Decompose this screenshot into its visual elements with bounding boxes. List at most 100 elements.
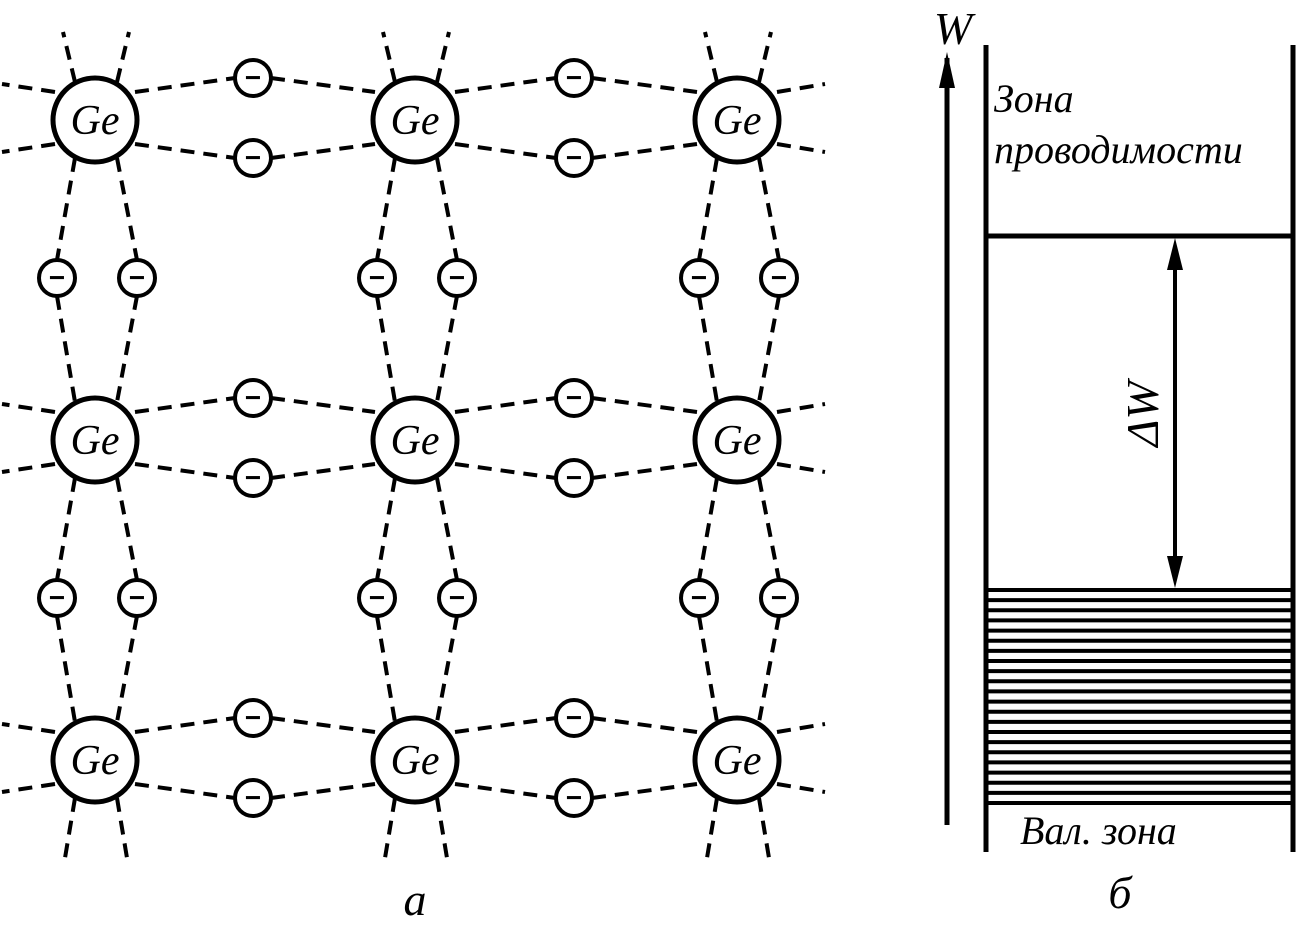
bond-line xyxy=(115,295,139,403)
bond-line xyxy=(757,477,781,581)
ge-atom-label: Ge xyxy=(391,738,440,784)
bond-line xyxy=(134,396,236,414)
ge-atom-circle xyxy=(370,715,460,805)
bond-line xyxy=(383,797,397,859)
electron: − xyxy=(233,778,273,818)
electron-sign: − xyxy=(566,142,582,173)
electron-circle xyxy=(117,578,157,618)
bond-line xyxy=(134,716,236,734)
ge-atom-label: Ge xyxy=(71,418,120,464)
bond-line xyxy=(697,477,719,581)
ge-atom-circle xyxy=(692,395,782,485)
bond-line xyxy=(55,295,77,403)
ge-atom: Ge xyxy=(370,395,460,485)
band-gap-label: ΔW xyxy=(1117,378,1168,449)
electron: − xyxy=(759,578,799,618)
electron-circle xyxy=(554,58,594,98)
electron: − xyxy=(37,258,77,298)
electron-circle xyxy=(233,138,273,178)
bond-line xyxy=(757,295,781,403)
bond-line xyxy=(435,295,459,403)
conduction-zone-label-line1: Зона xyxy=(994,76,1074,121)
electron-sign: − xyxy=(771,262,787,293)
bond-line xyxy=(757,31,773,83)
bond-line xyxy=(375,477,397,581)
bond-line xyxy=(115,157,139,261)
electron-circle xyxy=(679,578,719,618)
bond-line xyxy=(435,797,449,859)
ge-atom-circle xyxy=(692,715,782,805)
bond-line xyxy=(435,31,451,83)
electron-circle xyxy=(233,698,273,738)
ge-atom: Ge xyxy=(692,395,782,485)
electron: − xyxy=(233,698,273,738)
electron-sign: − xyxy=(449,582,465,613)
bond-line xyxy=(115,615,139,723)
bond-line xyxy=(454,396,557,414)
bond-line xyxy=(1,142,56,154)
ge-atom-label: Ge xyxy=(391,98,440,144)
electron-circle xyxy=(357,258,397,298)
electron-circle xyxy=(233,458,273,498)
electron-sign: − xyxy=(566,382,582,413)
valence-electrons: −−−−−−−−−−−−−−−−−−−−−−−− xyxy=(37,58,799,818)
electron-sign: − xyxy=(245,702,261,733)
bond-line xyxy=(454,462,557,480)
electron: − xyxy=(679,258,719,298)
bond-line xyxy=(270,716,376,734)
energy-axis-label: W xyxy=(934,3,976,54)
bond-line xyxy=(1,782,56,794)
electron: − xyxy=(233,58,273,98)
bond-line xyxy=(381,31,397,83)
bond-line xyxy=(270,396,376,414)
covalent-bonds xyxy=(1,31,826,859)
electron-sign: − xyxy=(691,582,707,613)
bond-line xyxy=(55,157,77,261)
electron: − xyxy=(554,698,594,738)
bond-line xyxy=(776,782,826,794)
electron-sign: − xyxy=(691,262,707,293)
electron-sign: − xyxy=(245,462,261,493)
electron: − xyxy=(233,458,273,498)
electron: − xyxy=(233,138,273,178)
bond-line xyxy=(776,82,826,94)
electron-circle xyxy=(117,258,157,298)
bond-line xyxy=(1,462,56,474)
bond-line xyxy=(1,722,56,734)
bond-line xyxy=(697,295,719,403)
electron-circle xyxy=(554,778,594,818)
bond-line xyxy=(591,462,698,480)
bond-line xyxy=(776,142,826,154)
electron-sign: − xyxy=(129,262,145,293)
bond-line xyxy=(705,797,719,859)
ge-atom-label: Ge xyxy=(713,738,762,784)
bond-line xyxy=(591,142,698,160)
electron: − xyxy=(554,138,594,178)
bond-line xyxy=(55,615,77,723)
bond-line xyxy=(435,615,459,723)
electron-circle xyxy=(679,258,719,298)
ge-atom-label: Ge xyxy=(713,418,762,464)
electron-sign: − xyxy=(129,582,145,613)
bond-line xyxy=(591,76,698,94)
electron: − xyxy=(759,258,799,298)
electron: − xyxy=(117,578,157,618)
electron-sign: − xyxy=(449,262,465,293)
electron-circle xyxy=(437,578,477,618)
electron: − xyxy=(357,578,397,618)
ge-atom: Ge xyxy=(50,715,140,805)
bond-line xyxy=(134,462,236,480)
bond-line xyxy=(1,82,56,94)
bond-line xyxy=(454,716,557,734)
ge-atom: Ge xyxy=(370,75,460,165)
ge-atom-circle xyxy=(50,715,140,805)
electron-sign: − xyxy=(566,702,582,733)
bond-line xyxy=(270,462,376,480)
bond-line xyxy=(270,142,376,160)
bond-line xyxy=(591,716,698,734)
electron-sign: − xyxy=(245,382,261,413)
bond-line xyxy=(270,76,376,94)
